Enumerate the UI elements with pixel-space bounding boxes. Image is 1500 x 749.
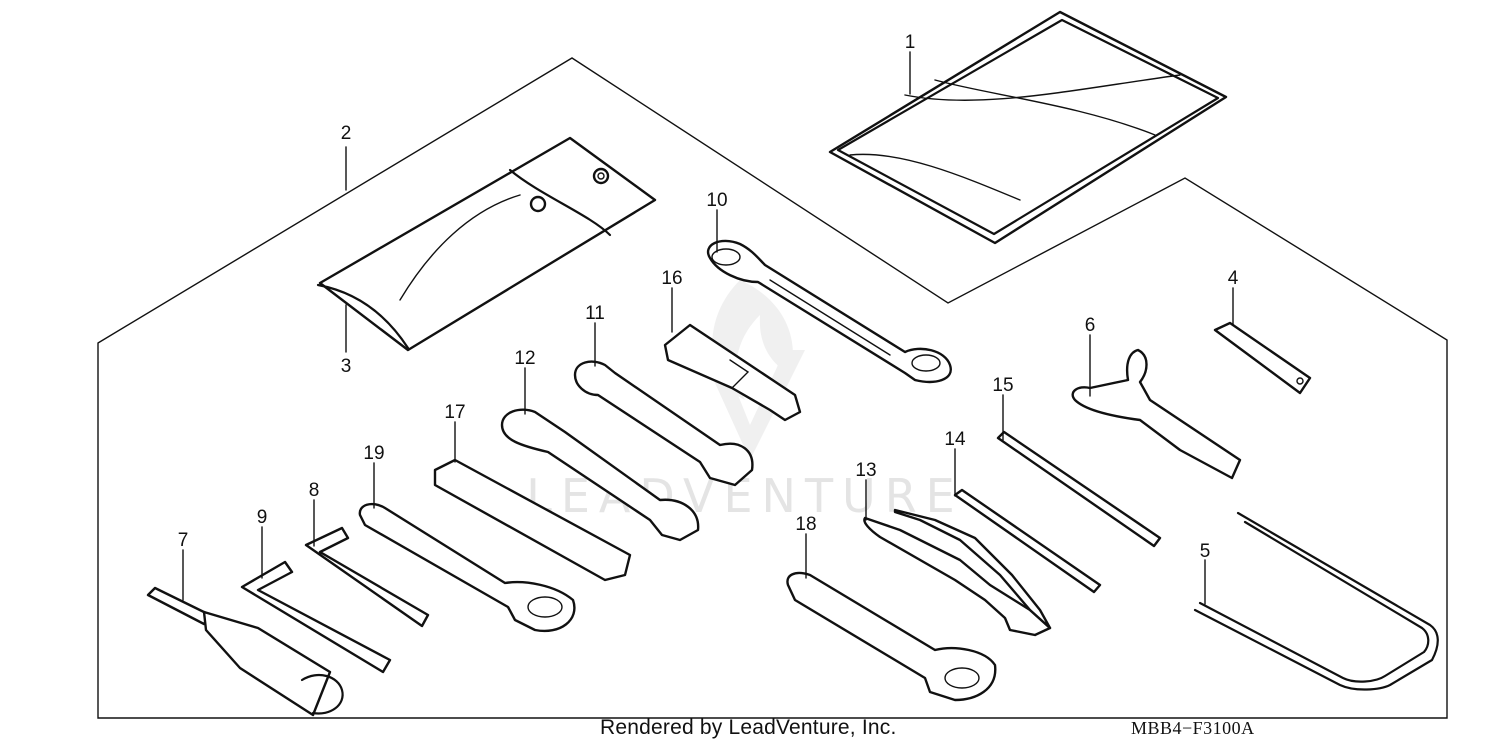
leader-lines	[182, 51, 1234, 605]
callout-14[interactable]: 14	[944, 429, 966, 450]
kit-boundary	[97, 57, 1448, 719]
callout-5[interactable]: 5	[1200, 541, 1211, 562]
callout-6[interactable]: 6	[1085, 315, 1096, 336]
callout-4[interactable]: 4	[1228, 268, 1239, 289]
callout-2[interactable]: 2	[341, 123, 352, 144]
callout-9[interactable]: 9	[257, 507, 268, 528]
callout-19[interactable]: 19	[363, 443, 384, 464]
part-19-box-wrench	[358, 502, 576, 633]
part-18-box-wrench	[786, 571, 997, 702]
callouts: 1 2 3 4 5 6 7 8 9 10 11 12 13 14 15 16 1…	[178, 32, 1239, 562]
callout-8[interactable]: 8	[309, 480, 320, 501]
callout-7[interactable]: 7	[178, 530, 189, 551]
callout-12[interactable]: 12	[514, 348, 535, 369]
part-10-ring-wrench	[706, 239, 952, 384]
callout-15[interactable]: 15	[992, 375, 1013, 396]
callout-3[interactable]: 3	[341, 356, 352, 377]
footer-credit: Rendered by LeadVenture, Inc.	[600, 716, 897, 739]
diagram-code: MBB4−F3100A	[1131, 718, 1255, 738]
part-2-tool-roll	[316, 136, 657, 352]
part-5-rod	[1193, 511, 1439, 691]
part-13-pliers	[863, 508, 1052, 637]
part-6-spanner	[1071, 348, 1242, 480]
part-11-open-wrench	[573, 360, 754, 487]
part-1-tool-bag	[828, 10, 1228, 245]
part-8-hex-key	[304, 526, 430, 628]
part-12-open-wrench	[500, 408, 700, 542]
part-4-key	[1213, 321, 1312, 395]
callout-18[interactable]: 18	[795, 514, 816, 535]
callout-16[interactable]: 16	[661, 268, 682, 289]
part-9-hex-key	[240, 560, 392, 674]
callout-1[interactable]: 1	[905, 32, 916, 53]
callout-10[interactable]: 10	[706, 190, 727, 211]
callout-11[interactable]: 11	[585, 303, 605, 324]
callout-13[interactable]: 13	[855, 460, 876, 481]
part-14-screwdriver	[953, 488, 1102, 594]
part-16-handle	[663, 323, 802, 422]
part-7-plug-wrench	[146, 586, 344, 717]
part-15-screwdriver	[996, 430, 1162, 548]
callout-17[interactable]: 17	[444, 402, 465, 423]
